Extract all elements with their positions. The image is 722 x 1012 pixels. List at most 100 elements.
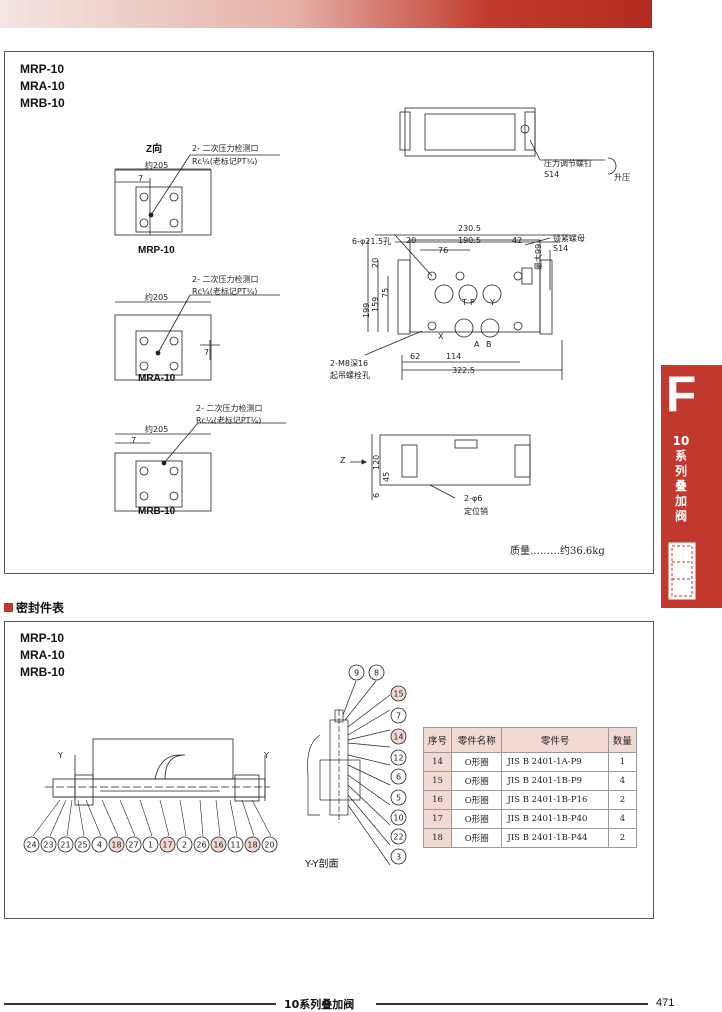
balloon-number: 4 — [97, 841, 102, 850]
cell-name: O形圈 — [451, 828, 503, 848]
cell-qty: 2 — [607, 828, 638, 848]
balloon: 1 — [142, 836, 159, 853]
dim-190-5: 190.5 — [458, 236, 481, 245]
footer-rule-right — [376, 1003, 648, 1005]
view-label-mrp: MRP-10 — [138, 245, 175, 256]
cell-no: 15 — [422, 771, 453, 791]
balloon-highlight: 18 — [108, 836, 125, 853]
dim-about-205: 约205 — [145, 425, 169, 434]
right-view-drawings — [350, 107, 617, 500]
col-header: 零件名称 — [451, 727, 503, 753]
cell-qty: 2 — [607, 790, 638, 810]
lock-nut-label: 锁紧螺母 — [553, 234, 585, 243]
z-view-label: Z向 — [146, 144, 163, 155]
balloon-number: 14 — [393, 733, 403, 742]
balloon: 27 — [125, 836, 142, 853]
balloon-number: 10 — [393, 814, 403, 823]
balloon-highlight: 18 — [244, 836, 261, 853]
dim-159: 159 — [371, 296, 380, 312]
cell-no: 17 — [422, 809, 453, 829]
balloon: 4 — [91, 836, 108, 853]
rise-label: 升压 — [614, 173, 630, 182]
balloon-highlight: 14 — [390, 728, 407, 745]
balloon: 8 — [368, 664, 385, 681]
balloon-number: 17 — [162, 841, 172, 850]
cell-part: JIS B 2401-1B-P40 — [501, 809, 609, 829]
balloon: 22 — [390, 828, 407, 845]
bottom-balloons: 24 23 21 25 4 18 27 1 17 2 26 16 11 18 2… — [23, 836, 278, 853]
balloon-number: 15 — [393, 690, 403, 699]
col-header: 数量 — [607, 727, 638, 753]
port-x: X — [438, 332, 444, 341]
pin-name: 定位销 — [464, 507, 488, 516]
balloon-highlight: 16 — [210, 836, 227, 853]
section-drawing — [45, 738, 270, 806]
balloon-number: 26 — [196, 841, 206, 850]
cell-no: 14 — [422, 752, 453, 772]
cell-qty: 1 — [607, 752, 638, 772]
model-name: MRA-10 — [20, 79, 65, 93]
yy-section-drawing — [307, 680, 391, 865]
side-tab-text: 10系列叠加阀 — [672, 434, 690, 523]
dimension-panel — [4, 51, 654, 574]
dim-199: 199 — [362, 302, 371, 318]
table-row: 18 O形圈 JIS B 2401-1B-P44 2 — [422, 828, 638, 848]
dim-230-5: 230.5 — [458, 224, 481, 233]
port-note-thread: Rc¼(老标记PT¼) — [192, 157, 258, 166]
dim-45: 45 — [382, 471, 391, 482]
dim-20: 20 — [406, 236, 417, 245]
balloon-number: 22 — [393, 833, 403, 842]
header-bar — [0, 0, 652, 28]
pin-label: 2-φ6 — [464, 494, 483, 503]
model-name: MRB-10 — [20, 96, 65, 110]
page-number: 471 — [656, 997, 675, 1009]
balloon: 6 — [390, 768, 407, 785]
cell-no: 16 — [422, 790, 453, 810]
dim-120: 120 — [372, 454, 381, 470]
balloon-number: 8 — [374, 669, 379, 678]
col-header: 序号 — [422, 727, 453, 753]
balloon-number: 18 — [111, 841, 121, 850]
cell-qty: 4 — [607, 809, 638, 829]
balloon-highlight: 17 — [159, 836, 176, 853]
balloon: 7 — [390, 707, 407, 724]
balloon-number: 18 — [247, 841, 257, 850]
balloon-number: 24 — [26, 841, 36, 850]
dim-about-205: 约205 — [145, 161, 169, 170]
adj-screw-label: 压力调节螺钉 — [544, 159, 592, 168]
balloon-number: 27 — [128, 841, 138, 850]
seal-section-title-text: 密封件表 — [16, 601, 65, 615]
port-y: Y — [490, 298, 495, 307]
balloon-number: 1 — [148, 841, 153, 850]
balloon: 21 — [57, 836, 74, 853]
balloon-number: 25 — [77, 841, 87, 850]
port-a: A — [474, 340, 480, 349]
balloon: 24 — [23, 836, 40, 853]
balloon-number: 20 — [264, 841, 274, 850]
view-label-mrb: MRB-10 — [138, 506, 176, 517]
lock-nut-size: S14 — [553, 244, 569, 253]
balloon: 26 — [193, 836, 210, 853]
dim-6: 6 — [372, 492, 381, 498]
header-title: 叠加阀 — [657, 8, 714, 28]
balloon: 9 — [348, 664, 365, 681]
dim-75: 75 — [381, 287, 390, 298]
yy-section-label: Y-Y剖面 — [305, 859, 339, 870]
lift-label: 起吊螺栓孔 — [330, 371, 370, 380]
seal-table: 序号 零件名称 零件号 数量 14 O形圈 JIS B 2401-1A-P9 1… — [422, 727, 638, 848]
holes-label: 6-φ21.5孔 — [352, 237, 392, 246]
side-tab-icon — [668, 542, 696, 600]
cell-name: O形圈 — [451, 809, 503, 829]
cell-part: JIS B 2401-1B-P9 — [501, 771, 609, 791]
cell-qty: 4 — [607, 771, 638, 791]
balloon: 3 — [390, 848, 407, 865]
table-header-row: 序号 零件名称 零件号 数量 — [422, 727, 638, 753]
seal-section-title: 密封件表 — [4, 599, 64, 616]
balloon-number: 16 — [213, 841, 223, 850]
z-arrow-label: Z — [340, 456, 346, 465]
dim-7: 7 — [138, 174, 144, 183]
balloon: 10 — [390, 809, 407, 826]
model-name: MRP-10 — [20, 62, 65, 76]
dim-about-205: 约205 — [145, 293, 169, 302]
port-note: 2- 二次压力检测口 — [192, 275, 259, 284]
